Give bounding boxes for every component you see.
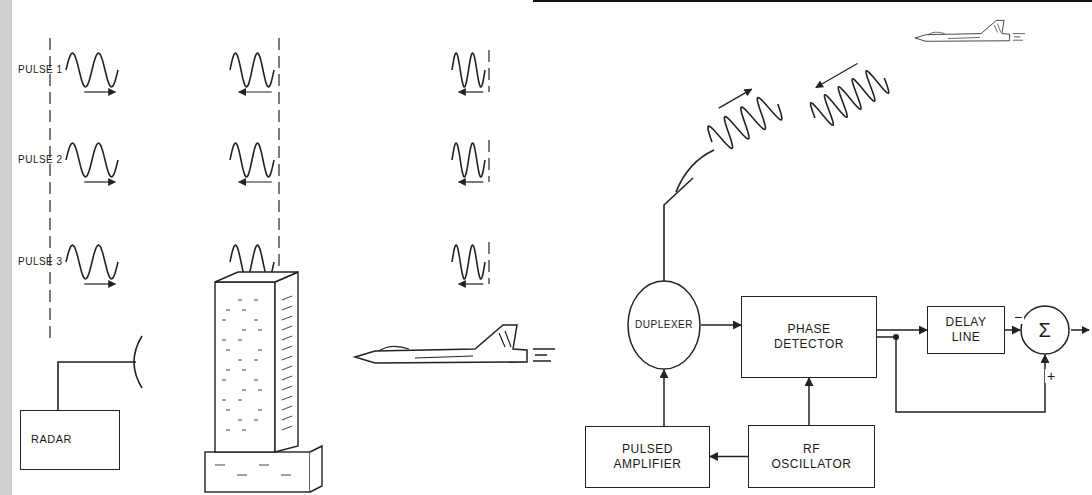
signal-connector <box>710 456 748 458</box>
radar-waves <box>699 55 892 155</box>
signal-connector <box>701 324 741 326</box>
sign-label: + <box>1045 369 1057 383</box>
pulse-label: PULSE 1 <box>18 64 63 75</box>
signal-connector <box>663 370 665 426</box>
duplexer-ellipse: DUPLEXER <box>627 280 701 370</box>
signal-connector <box>1005 329 1020 331</box>
pulse-label: PULSE 2 <box>18 154 63 165</box>
process-box: DELAY LINE <box>927 306 1005 354</box>
junction-dot <box>893 334 899 340</box>
node-text: PHASE DETECTOR <box>763 322 855 352</box>
pulse-waves <box>66 53 485 284</box>
building <box>205 272 322 492</box>
antenna <box>664 150 714 282</box>
sign-label: − <box>1012 310 1024 324</box>
signal-connector <box>877 329 927 331</box>
node-text: RF OSCILLATOR <box>768 442 856 472</box>
panel-border <box>533 0 1092 2</box>
process-box: PHASE DETECTOR <box>741 296 877 378</box>
aircraft <box>915 20 1025 41</box>
building-windows <box>215 296 292 475</box>
signal-connector <box>808 378 810 425</box>
node-text: DELAY LINE <box>941 315 991 345</box>
node-text: DUPLEXER <box>635 319 693 332</box>
summing-junction: Σ <box>1020 305 1070 355</box>
pulse-label: PULSE 3 <box>18 256 63 267</box>
radar-box: RADAR <box>20 410 120 470</box>
node-text: PULSED AMPLIFIER <box>607 442 689 472</box>
output-arrow <box>1071 329 1089 331</box>
radar-antenna <box>58 336 142 410</box>
aircraft <box>355 325 555 363</box>
process-box: PULSED AMPLIFIER <box>585 426 710 488</box>
scan-edge <box>0 0 12 495</box>
node-text: Σ <box>1039 318 1052 343</box>
process-box: RF OSCILLATOR <box>748 425 875 488</box>
node-text: RADAR <box>31 433 72 447</box>
